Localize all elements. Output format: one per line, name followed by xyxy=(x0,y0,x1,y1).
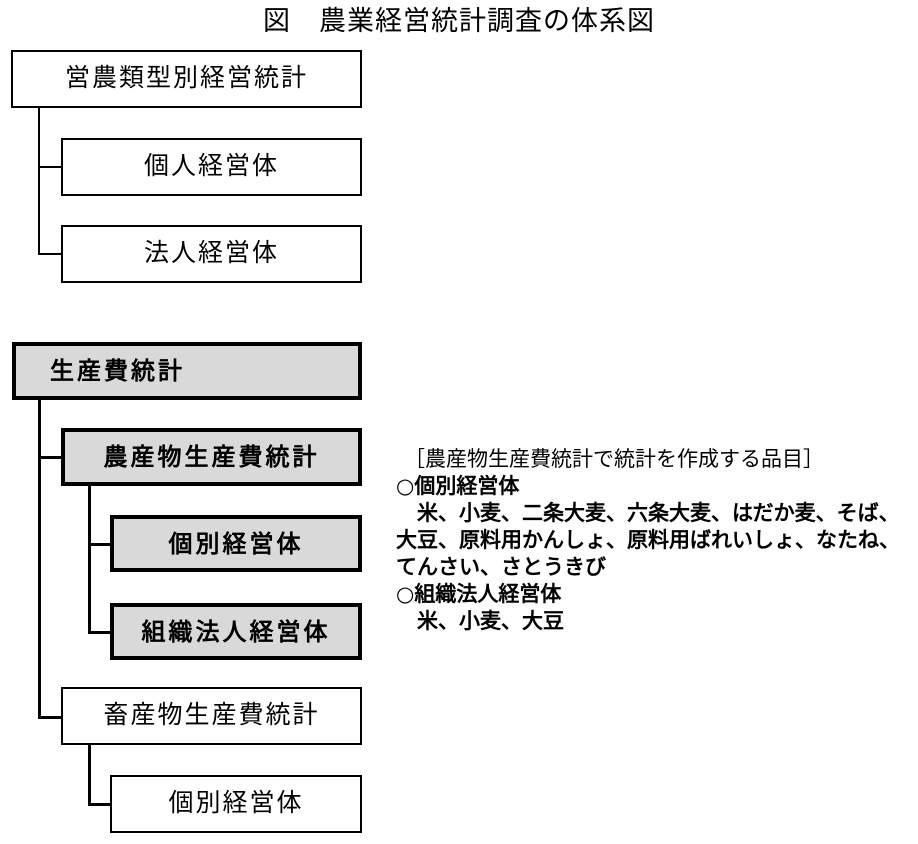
node-nosanbutsu-seisanhi-tokei[interactable]: 農産物生産費統計 xyxy=(61,428,362,486)
notes-group-title-soshiki-hojin: ○組織法人経営体 xyxy=(396,582,562,606)
connector-stub-section1-child1 xyxy=(38,166,63,168)
node-label: 組織法人経営体 xyxy=(141,617,331,646)
connector-stub-section2-child1 xyxy=(38,456,65,459)
node-label: 生産費統計 xyxy=(50,357,185,385)
node-label: 農産物生産費統計 xyxy=(103,443,320,471)
notes-group-title-kobetsu: ○個別経営体 xyxy=(396,474,520,498)
node-kobetsu-keieitai-nosanbutsu[interactable]: 個別経営体 xyxy=(110,515,362,572)
notes-item-line: 大豆、原料用かんしょ、原料用ばれいしょ、なたね、 xyxy=(396,528,900,552)
connector-stub-nosanbutsu-child2 xyxy=(88,631,114,634)
notes-heading: ［農産物生産費統計で統計を作成する品目］ xyxy=(404,447,824,471)
node-label: 個別経営体 xyxy=(168,529,304,558)
notes-item-line: 米、小麦、大豆 xyxy=(396,609,564,633)
connector-trunk-nosanbutsu xyxy=(88,486,91,634)
connector-trunk-section1 xyxy=(38,108,40,254)
notes-item-line: てんさい、さとうきび xyxy=(396,555,606,579)
connector-trunk-chikusanbutsu xyxy=(88,745,91,805)
node-seisanhi-tokei[interactable]: 生産費統計 xyxy=(12,342,362,400)
notes-item-line: 米、小麦、二条大麦、六条大麦、はだか麦、そば、 xyxy=(396,501,900,525)
node-label: 畜産物生産費統計 xyxy=(103,702,320,729)
node-label: 営農類型別経営統計 xyxy=(64,65,308,92)
notes-panel: ［農産物生産費統計で統計を作成する品目］ ○個別経営体 米、小麦、二条大麦、六条… xyxy=(396,446,906,635)
connector-stub-nosanbutsu-child1 xyxy=(88,543,114,546)
connector-stub-chikusanbutsu-child1 xyxy=(88,803,114,806)
node-chikusanbutsu-seisanhi-tokei[interactable]: 畜産物生産費統計 xyxy=(61,687,362,745)
connector-trunk-section2 xyxy=(38,398,41,718)
connector-stub-section2-child2 xyxy=(38,716,63,719)
node-eino-ruikei-betsu-keiei-tokei[interactable]: 営農類型別経営統計 xyxy=(11,50,362,108)
node-soshiki-hojin-keieitai[interactable]: 組織法人経営体 xyxy=(110,603,362,660)
connector-stub-section1-child2 xyxy=(38,253,63,255)
node-hojin-keieitai[interactable]: 法人経営体 xyxy=(61,225,362,283)
node-label: 個人経営体 xyxy=(143,153,279,180)
page-title: 図 農業経営統計調査の体系図 xyxy=(263,6,655,36)
node-label: 個別経営体 xyxy=(168,790,304,817)
node-label: 法人経営体 xyxy=(143,240,279,267)
node-kojin-keieitai[interactable]: 個人経営体 xyxy=(61,138,362,196)
node-kobetsu-keieitai-chikusanbutsu[interactable]: 個別経営体 xyxy=(110,775,362,833)
